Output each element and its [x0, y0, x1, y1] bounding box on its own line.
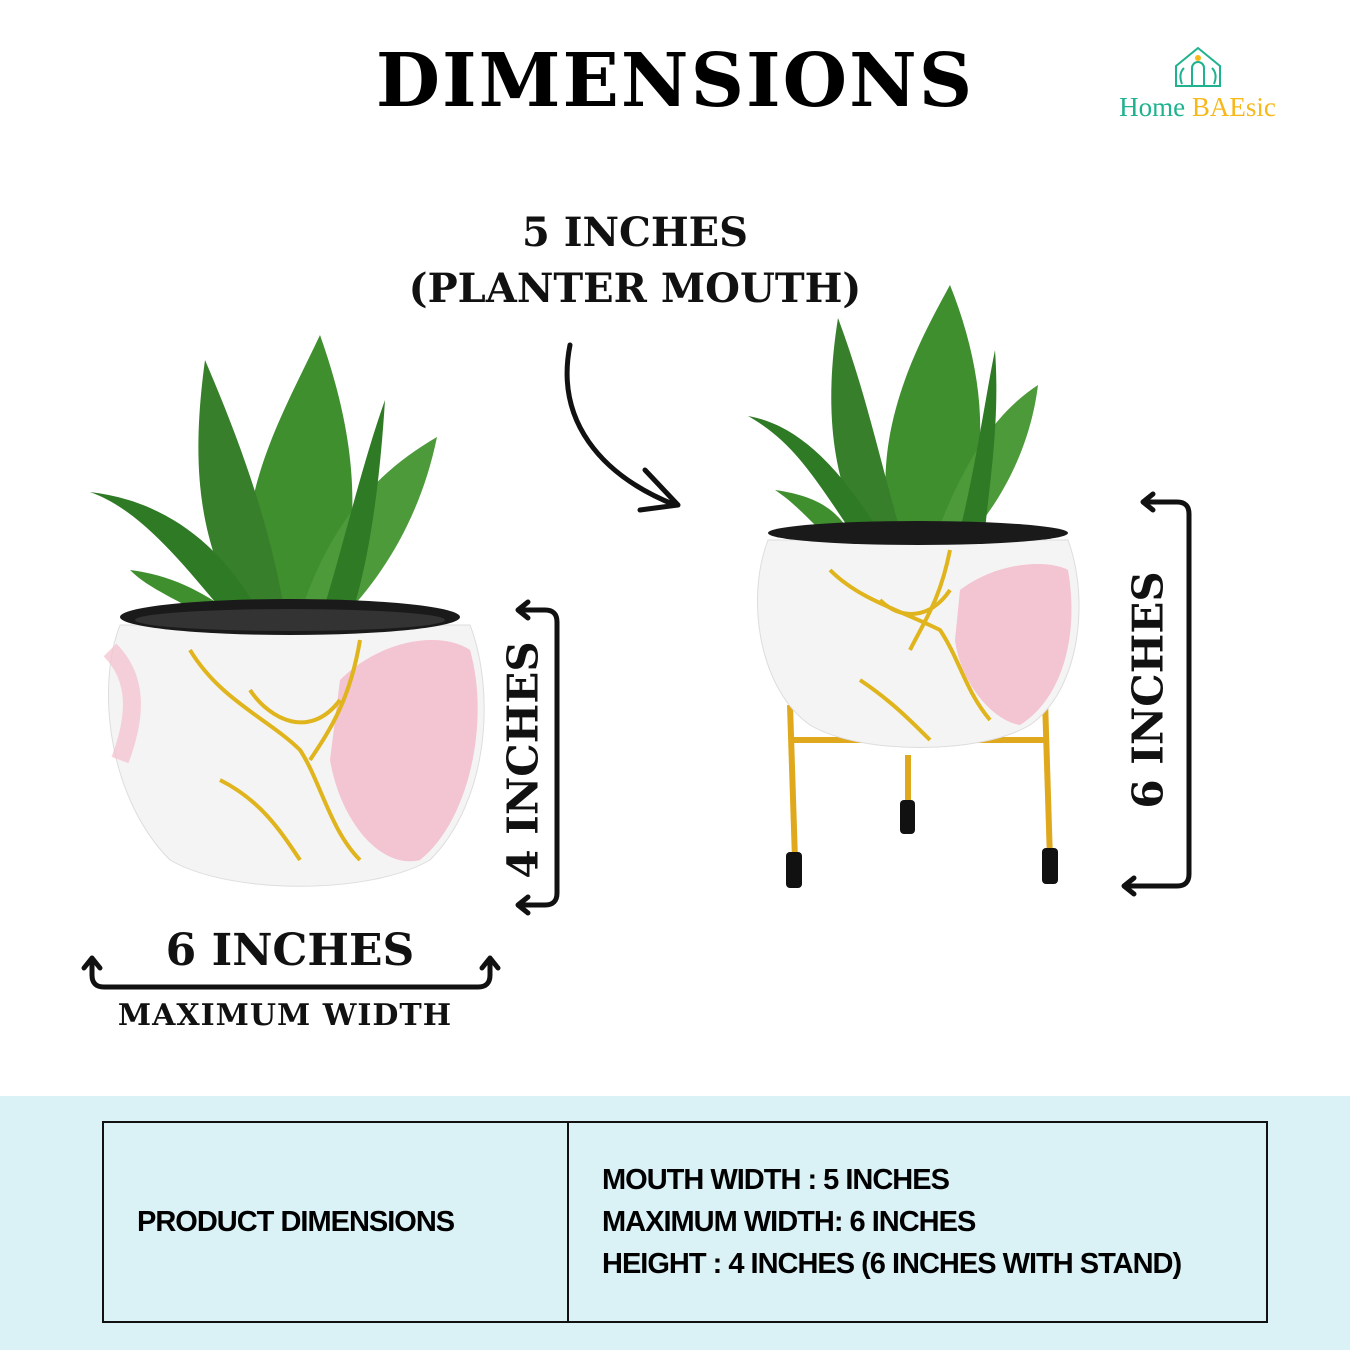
brand-logo: Home BAEsic — [1110, 44, 1285, 123]
table-values: MOUTH WIDTH : 5 INCHES MAXIMUM WIDTH: 6 … — [569, 1123, 1266, 1321]
logo-text: Home BAEsic — [1110, 92, 1285, 123]
house-icon — [1174, 46, 1221, 87]
table-row: MAXIMUM WIDTH: 6 INCHES — [602, 1206, 976, 1238]
page-title: DIMENSIONS — [375, 38, 975, 124]
right-pot — [757, 521, 1080, 748]
bracket-width — [81, 955, 501, 990]
pot-height-label: 4 INCHES — [498, 641, 548, 879]
width-value: 6 INCHES — [165, 925, 415, 976]
curved-arrow-mouth — [564, 342, 681, 513]
product-illustration — [81, 285, 1192, 990]
mouth-dimension-label: 5 INCHES (PLANTER MOUTH) — [360, 205, 910, 317]
mouth-value: 5 INCHES — [521, 209, 749, 256]
stand-height-label: 6 INCHES — [1123, 571, 1173, 809]
metal-stand — [787, 699, 1053, 861]
bracket-height-stand — [1121, 491, 1192, 897]
table-row: MOUTH WIDTH : 5 INCHES — [602, 1164, 950, 1196]
dimensions-band — [0, 1096, 1350, 1350]
dimension-arrows — [81, 342, 1192, 990]
table-row: HEIGHT : 4 INCHES (6 INCHES WITH STAND) — [602, 1248, 1182, 1280]
left-pot — [103, 599, 485, 887]
bracket-height-pot — [515, 599, 560, 916]
mouth-caption: (PLANTER MOUTH) — [408, 265, 862, 312]
stand-feet — [786, 800, 1058, 888]
width-caption: MAXIMUM WIDTH — [117, 998, 453, 1033]
dimensions-table: PRODUCT DIMENSIONS MOUTH WIDTH : 5 INCHE… — [102, 1121, 1268, 1323]
left-plant-leaves — [90, 335, 437, 620]
logo-accent: BAEsic — [1191, 92, 1276, 122]
right-plant-leaves — [748, 285, 1038, 530]
table-header: PRODUCT DIMENSIONS — [104, 1123, 569, 1321]
logo-main: Home — [1119, 92, 1192, 122]
